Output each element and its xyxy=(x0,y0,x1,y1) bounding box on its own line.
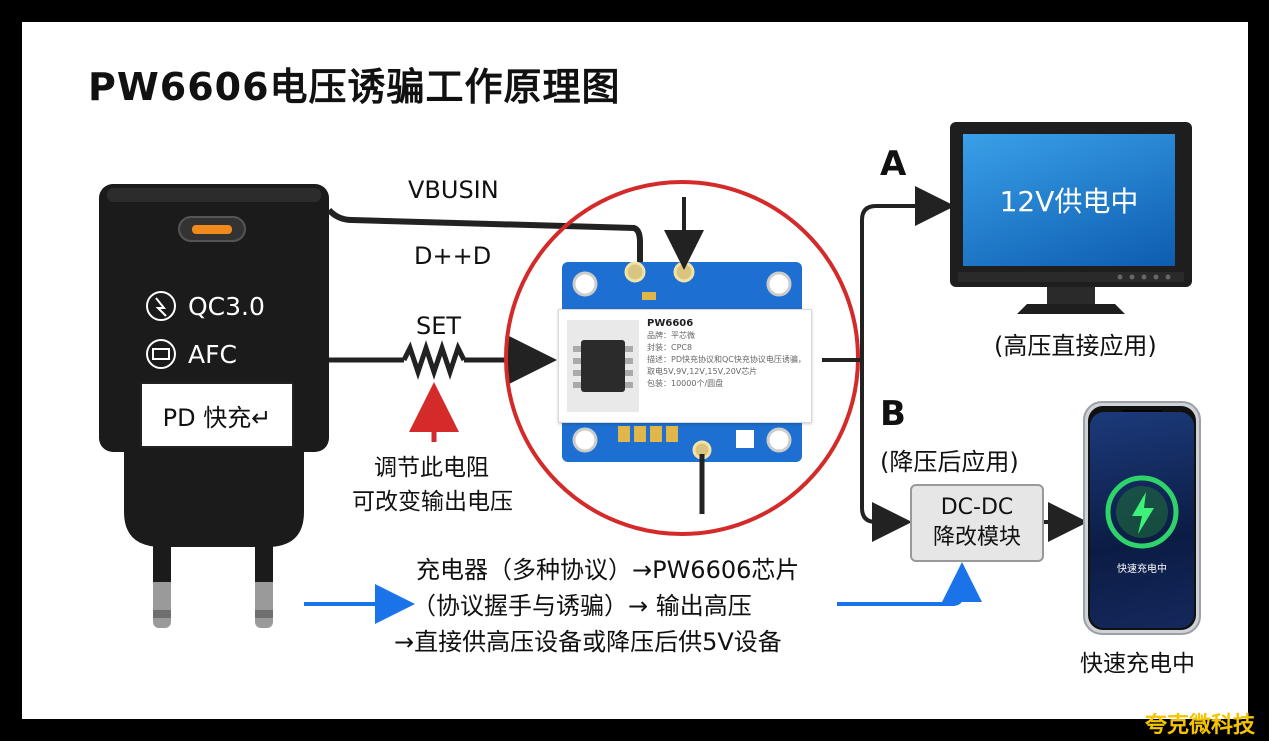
chip-info-card: PW6606 品牌：平芯微 封装：CPC8 描述：PD快充协议和QC快充协议电压… xyxy=(558,309,812,423)
blue-arrow-right xyxy=(837,562,982,606)
vbusin-label: VBUSIN xyxy=(408,176,499,204)
phone-caption: 快速充电中 xyxy=(1080,651,1195,677)
qc-icon xyxy=(146,291,176,321)
resistor-symbol xyxy=(401,340,467,380)
chip-desc: 描述：PD快充协议和QC快充协议电压诱骗，取电5V,9V,12V,15V,20V… xyxy=(647,355,806,376)
charging-bolt-icon xyxy=(1105,475,1179,549)
set-line xyxy=(329,335,557,385)
phone-screen: 快速充电中 xyxy=(1090,412,1194,628)
branch-a-caption: (高压直接应用) xyxy=(994,332,1157,360)
resistor-note-line1: 调节此电阻 xyxy=(374,455,489,481)
flow-line-1: 充电器（多种协议）→PW6606芯片 xyxy=(416,556,800,584)
chip-package: 封装：CPC8 xyxy=(647,343,693,352)
diagram-canvas: PW6606电压诱骗工作原理图 QC3.0 AFC PD 快充↵ VBUSIN … xyxy=(22,22,1248,719)
dc-dc-module: DC-DC 降改模块 xyxy=(910,484,1044,562)
branch-a-arrow xyxy=(860,186,955,360)
chip-name: PW6606 xyxy=(647,318,694,329)
phone-screen-text: 快速充电中 xyxy=(1117,564,1167,575)
afc-icon xyxy=(146,339,176,369)
chip-brand: 品牌：平芯微 xyxy=(647,331,695,340)
flow-line-3: →直接供高压设备或降压后供5V设备 xyxy=(394,628,782,656)
dd-label: D++D xyxy=(414,242,492,270)
monitor-screen: 12V供电中 xyxy=(963,134,1175,266)
branch-b-caption: (降压后应用) xyxy=(880,448,1019,476)
chip-image xyxy=(567,320,639,412)
chip-info-text: PW6606 品牌：平芯微 封装：CPC8 描述：PD快充协议和QC快充协议电压… xyxy=(647,318,807,390)
branch-b-arrow xyxy=(860,360,912,542)
watermark: 夸克微科技 xyxy=(1144,713,1255,738)
vbus-cable xyxy=(326,207,643,268)
resistor-note-line2: 可改变输出电压 xyxy=(352,489,513,515)
branch-a-letter: A xyxy=(880,144,907,184)
page-title: PW6606电压诱骗工作原理图 xyxy=(88,65,621,109)
dc-dc-module-line1: DC-DC xyxy=(940,495,1014,520)
pd-label-box: PD 快充↵ xyxy=(140,382,294,448)
chip-pack: 包装：10000个/圆盘 xyxy=(647,379,724,388)
flow-description: 充电器（多种协议）→PW6606芯片 （协议握手与诱骗）→ 输出高压 →直接供高… xyxy=(394,552,800,660)
afc-label: AFC xyxy=(188,340,237,369)
qc-label: QC3.0 xyxy=(188,292,265,321)
chip-icon xyxy=(573,340,633,392)
branch-b-letter: B xyxy=(880,394,906,434)
flow-line-2: （协议握手与诱骗）→ 输出高压 xyxy=(412,592,752,620)
dc-dc-module-line2: 降改模块 xyxy=(932,525,1021,550)
set-label: SET xyxy=(416,312,462,340)
